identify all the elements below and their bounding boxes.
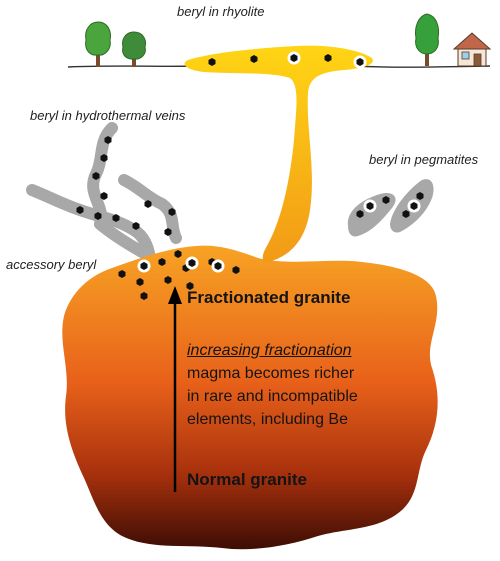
vein-1	[87, 122, 148, 258]
beryl-crystal-icon	[100, 192, 108, 200]
fractionation-arrowhead	[168, 286, 182, 304]
granite-magma-body	[62, 245, 438, 550]
label-accessory-beryl: accessory beryl	[6, 257, 97, 272]
fractionated-granite-label: Fractionated granite	[187, 288, 351, 307]
beryl-crystal-icon	[164, 228, 172, 236]
magma-description-line-2: in rare and incompatible	[187, 388, 358, 405]
beryl-crystal-icon	[140, 292, 148, 300]
vein-3	[118, 174, 182, 244]
beryl-crystal-icon	[136, 278, 144, 286]
beryl-crystal-icon	[144, 200, 152, 208]
beryl-crystal-icon	[188, 259, 196, 267]
beryl-crystal-icon	[164, 276, 172, 284]
increasing-fractionation-label: increasing fractionation	[187, 342, 352, 359]
beryl-crystal-icon	[366, 202, 374, 210]
magma-description-line-3: elements, including Be	[187, 411, 348, 428]
beryl-crystal-icon	[250, 55, 258, 63]
label-beryl-in-hydrothermal-veins: beryl in hydrothermal veins	[30, 108, 186, 123]
beryl-crystal-icon	[158, 258, 166, 266]
tree-icon-1	[85, 21, 111, 67]
beryl-crystal-icon	[214, 262, 222, 270]
label-beryl-in-rhyolite: beryl in rhyolite	[177, 4, 265, 19]
vein-2	[26, 184, 156, 264]
beryl-crystal-icon	[94, 212, 102, 220]
beryl-crystal-icon	[324, 54, 332, 62]
beryl-crystal-icon	[168, 208, 176, 216]
hydrothermal-veins	[26, 122, 182, 264]
house-icon	[452, 32, 492, 67]
pegmatite-pod-1	[347, 192, 396, 237]
label-beryl-in-pegmatites: beryl in pegmatites	[369, 152, 479, 167]
beryl-crystal-icon	[118, 270, 126, 278]
beryl-crystal-icon	[402, 210, 410, 218]
beryl-crystal-icon	[140, 262, 148, 270]
beryl-crystal-icon	[382, 196, 390, 204]
normal-granite-label: Normal granite	[187, 470, 307, 489]
beryl-crystal-icon	[100, 154, 108, 162]
tree-icon-2	[122, 31, 146, 67]
beryl-crystals	[76, 51, 424, 300]
rhyolite-dike	[184, 45, 373, 263]
beryl-crystal-icon	[174, 250, 182, 258]
beryl-crystal-icon	[132, 222, 140, 230]
pegmatite-pods	[347, 179, 434, 237]
beryl-crystal-icon	[104, 136, 112, 144]
beryl-crystal-icon	[356, 58, 364, 66]
beryl-crystal-icon	[416, 192, 424, 200]
tree-icon-3	[415, 13, 440, 66]
beryl-crystal-icon	[92, 172, 100, 180]
beryl-crystal-icon	[186, 282, 194, 290]
beryl-crystal-icon	[208, 58, 216, 66]
beryl-crystal-icon	[290, 54, 298, 62]
magma-description-line-1: magma becomes richer	[187, 365, 355, 382]
beryl-crystal-icon	[112, 214, 120, 222]
beryl-crystal-icon	[356, 210, 364, 218]
beryl-crystal-icon	[232, 266, 240, 274]
beryl-crystal-icon	[410, 202, 418, 210]
beryl-crystal-icon	[76, 206, 84, 214]
